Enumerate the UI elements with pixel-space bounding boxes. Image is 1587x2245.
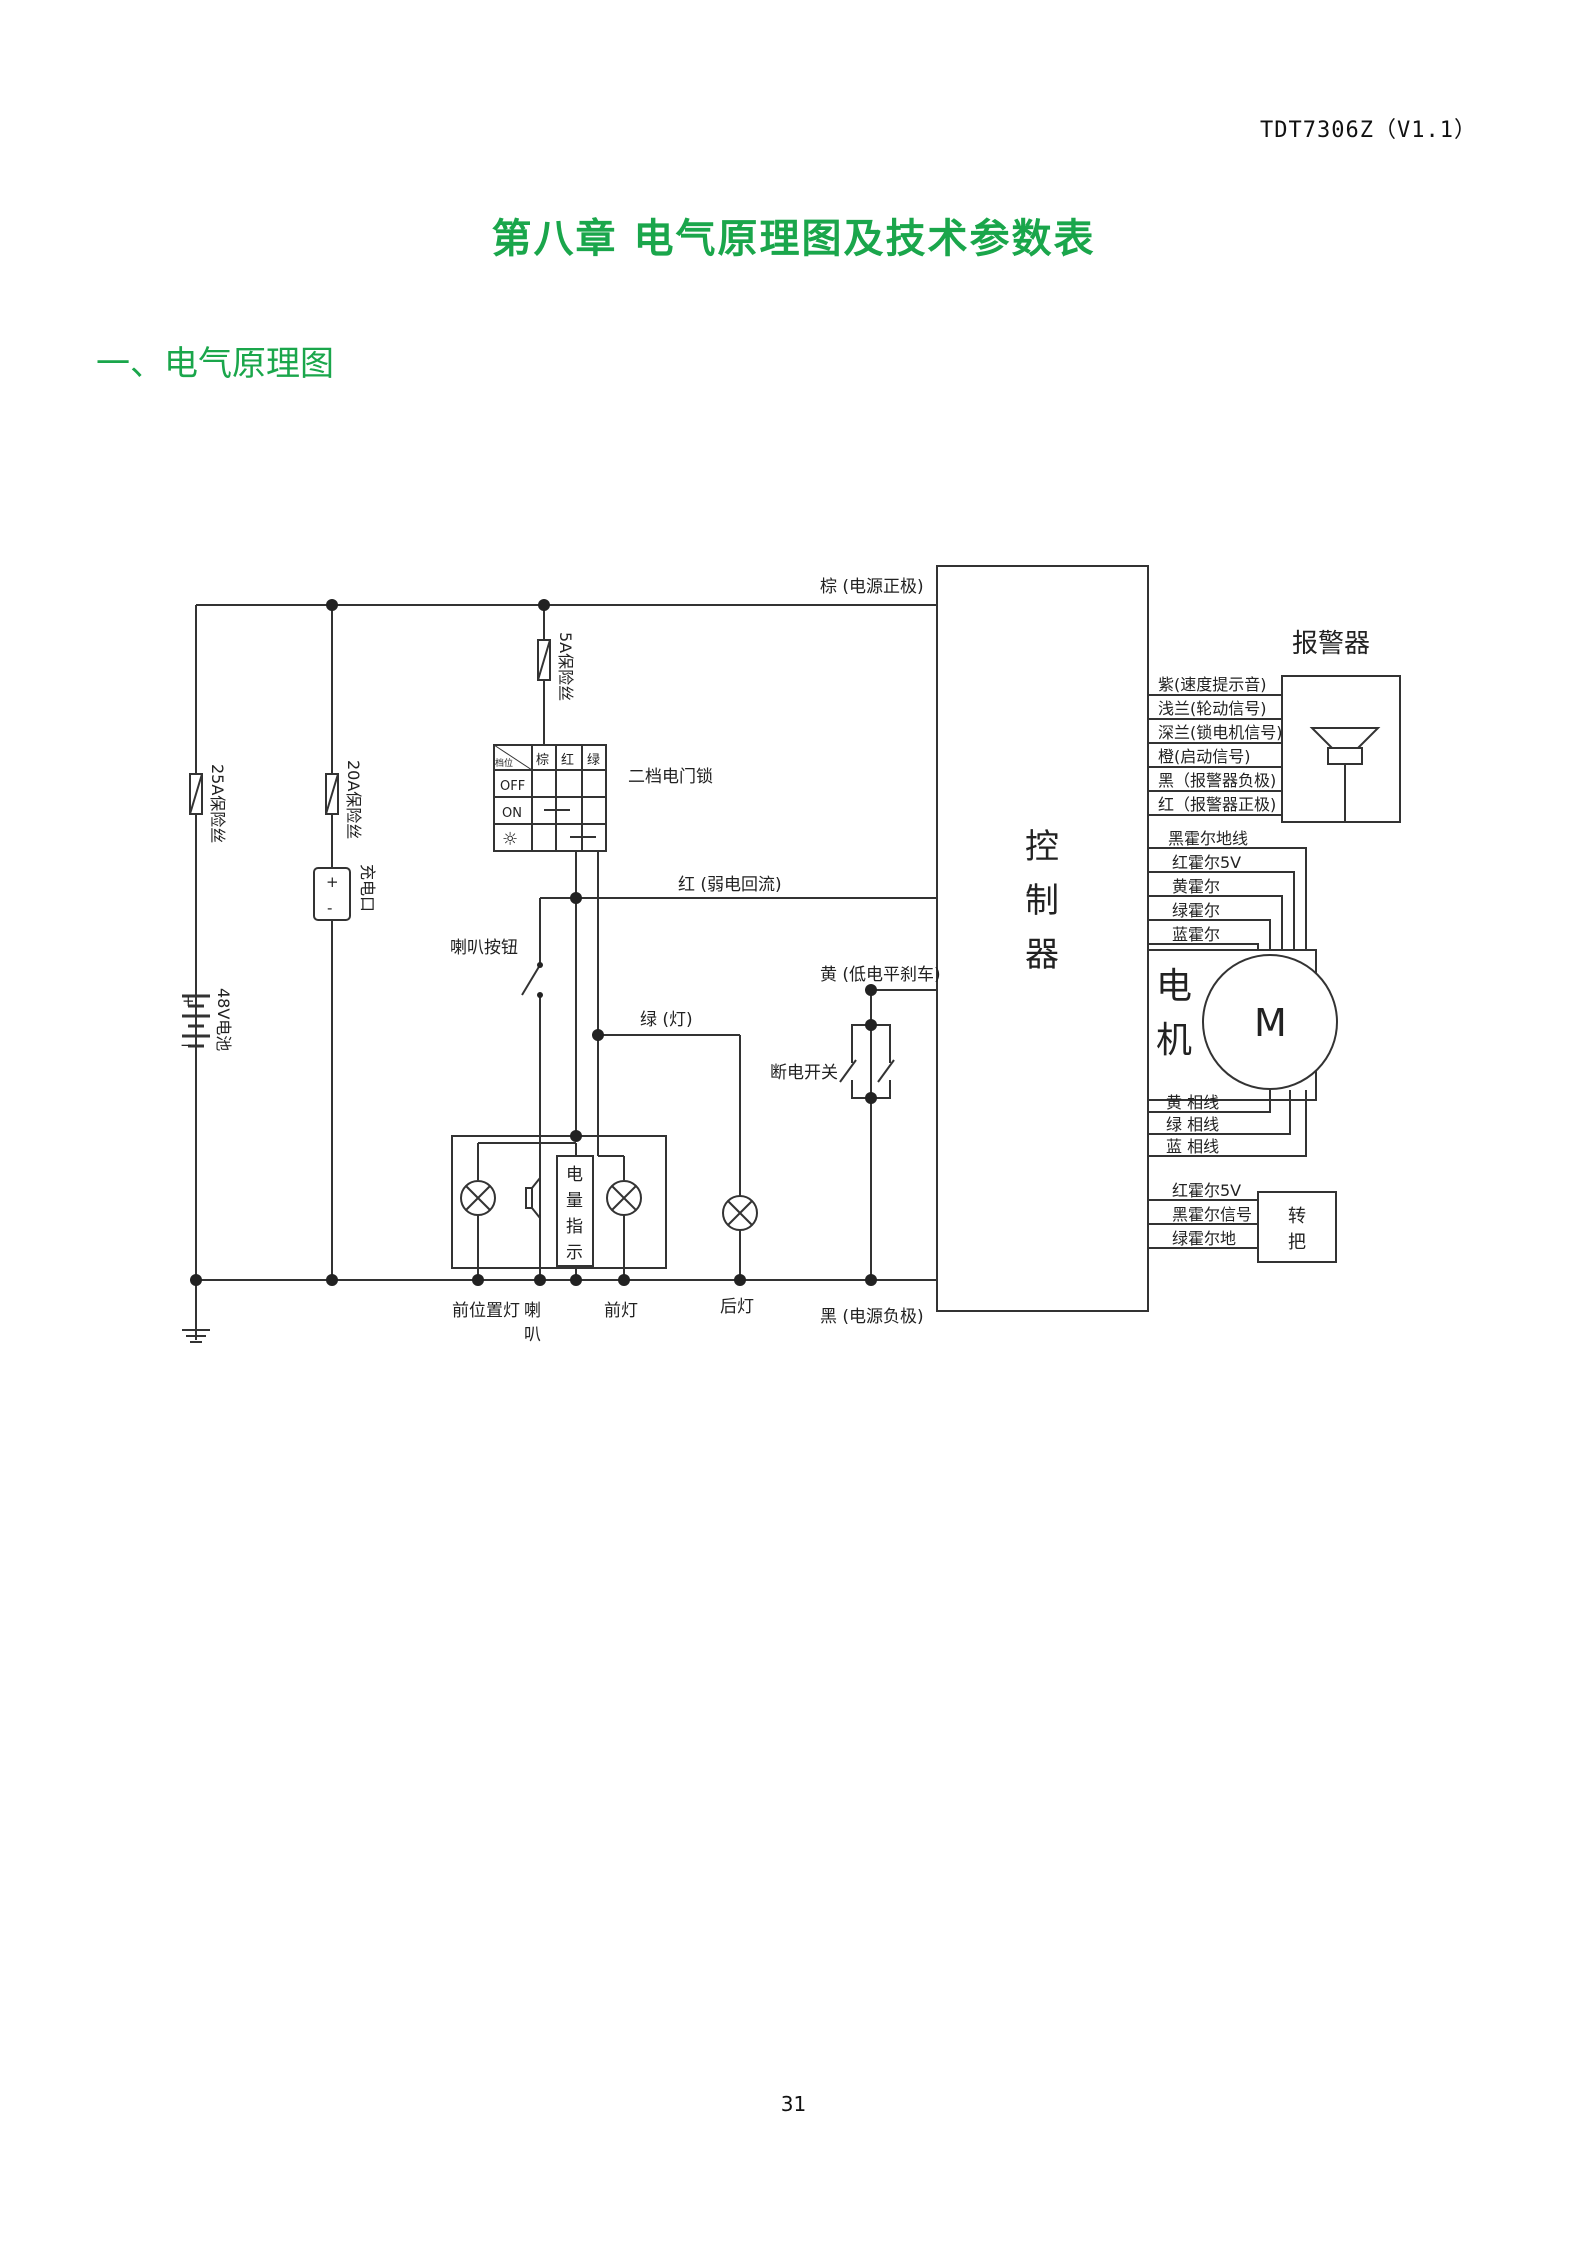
label-brown-power-positive: 棕 (电源正极) bbox=[820, 577, 924, 597]
page-number: 31 bbox=[780, 2092, 807, 2116]
throttle-char-1: 转 bbox=[1288, 1206, 1306, 1227]
horn-speaker-icon bbox=[525, 1175, 541, 1221]
lock-header-red: 红 bbox=[561, 752, 574, 768]
throttle-box bbox=[1257, 1191, 1337, 1263]
svg-text:+: + bbox=[326, 873, 339, 891]
label-cut-off-switch: 断电开关 bbox=[770, 1063, 838, 1083]
throttle-wire-3: 绿霍尔地 bbox=[1172, 1229, 1236, 1248]
horn-button-switch bbox=[521, 964, 541, 996]
throttle-char-2: 把 bbox=[1288, 1232, 1306, 1253]
hall-wire-3: 黄霍尔 bbox=[1172, 877, 1220, 896]
motor-char-2: 机 bbox=[1156, 1020, 1192, 1061]
motor-symbol: M bbox=[1254, 1001, 1287, 1045]
svg-text:-: - bbox=[327, 899, 332, 917]
controller-box bbox=[936, 565, 1149, 1312]
phase-wire-3: 蓝 相线 bbox=[1166, 1137, 1219, 1156]
power-indicator-char-1: 电 bbox=[566, 1165, 583, 1185]
alarm-wire-5: 黑（报警器负极) bbox=[1158, 771, 1276, 790]
label-tail-light: 后灯 bbox=[720, 1297, 754, 1317]
phase-wire-2: 绿 相线 bbox=[1166, 1115, 1219, 1134]
label-horn-2: 叭 bbox=[524, 1325, 541, 1345]
lock-header-gear: 档位 bbox=[495, 757, 513, 769]
alarm-title: 报警器 bbox=[1292, 629, 1370, 659]
lock-on: ON bbox=[502, 806, 522, 821]
alarm-wire-4: 橙(启动信号) bbox=[1158, 747, 1251, 766]
controller-char-2: 制 bbox=[1025, 881, 1059, 921]
label-yellow-brake: 黄 (低电平刹车) bbox=[820, 965, 941, 985]
label-green-light: 绿 (灯) bbox=[640, 1010, 693, 1030]
document-code: TDT7306Z（V1.1） bbox=[1260, 118, 1477, 143]
lock-off: OFF bbox=[500, 779, 525, 794]
power-indicator-char-3: 指 bbox=[566, 1217, 583, 1237]
label-fuse-5a: 5A保险丝 bbox=[556, 632, 575, 701]
hall-wire-5: 蓝霍尔 bbox=[1172, 925, 1220, 944]
controller-char-3: 器 bbox=[1025, 935, 1059, 975]
hall-wire-4: 绿霍尔 bbox=[1172, 901, 1220, 920]
label-charge-port: 充电口 bbox=[358, 864, 377, 912]
label-horn-button: 喇叭按钮 bbox=[450, 938, 518, 958]
alarm-wire-3: 深兰(锁电机信号) bbox=[1158, 723, 1283, 742]
alarm-wire-2: 浅兰(轮动信号) bbox=[1158, 699, 1267, 718]
throttle-wire-1: 红霍尔5V bbox=[1172, 1181, 1241, 1200]
section-title: 一、电气原理图 bbox=[96, 344, 334, 384]
lock-header-brown: 棕 bbox=[536, 753, 549, 768]
power-indicator-char-4: 示 bbox=[566, 1243, 583, 1263]
hall-wire-1: 黑霍尔地线 bbox=[1168, 829, 1248, 848]
ground-icon bbox=[182, 1329, 210, 1343]
label-battery: 48V电池 bbox=[214, 988, 233, 1051]
battery-icon bbox=[182, 994, 210, 1048]
hall-wire-2: 红霍尔5V bbox=[1172, 853, 1241, 872]
label-fuse-25a: 25A保险丝 bbox=[208, 764, 227, 843]
controller-char-1: 控 bbox=[1025, 827, 1059, 867]
phase-wire-1: 黄 相线 bbox=[1166, 1093, 1219, 1112]
alarm-wire-6: 红（报警器正极) bbox=[1158, 795, 1276, 814]
cut-off-switch-icon bbox=[851, 1024, 891, 1099]
throttle-wire-2: 黑霍尔信号 bbox=[1172, 1205, 1252, 1224]
junction-dots bbox=[190, 599, 877, 1286]
lock-header-green: 绿 bbox=[587, 753, 600, 768]
chapter-title: 第八章 电气原理图及技术参数表 bbox=[491, 216, 1096, 262]
label-red-weak-current: 红 (弱电回流) bbox=[678, 875, 782, 895]
lamp-panel bbox=[451, 1135, 667, 1269]
motor-char-1: 电 bbox=[1156, 966, 1192, 1007]
label-fuse-20a: 20A保险丝 bbox=[344, 760, 363, 839]
label-front-position-lamp: 前位置灯 bbox=[452, 1301, 520, 1321]
label-horn-1: 喇 bbox=[524, 1301, 541, 1321]
alarm-wire-1: 紫(速度提示音) bbox=[1158, 675, 1267, 694]
label-black-power-negative: 黑 (电源负极) bbox=[820, 1307, 924, 1327]
lock-sun-icon: ☼ bbox=[502, 829, 518, 850]
charge-port-icon bbox=[313, 867, 351, 921]
svg-text:−: − bbox=[180, 1036, 193, 1054]
label-headlight: 前灯 bbox=[604, 1301, 638, 1321]
power-indicator-box bbox=[556, 1155, 594, 1267]
motor-icon bbox=[1202, 954, 1338, 1090]
power-indicator-char-2: 量 bbox=[566, 1191, 583, 1211]
label-ignition-lock: 二档电门锁 bbox=[628, 767, 713, 787]
svg-text:+: + bbox=[182, 992, 195, 1010]
